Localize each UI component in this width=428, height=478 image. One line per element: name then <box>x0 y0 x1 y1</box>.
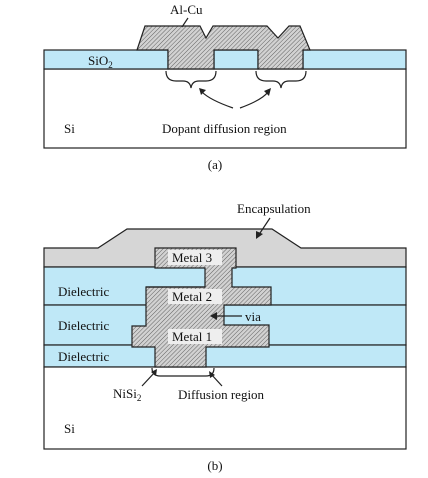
si-substrate-b <box>43 366 407 450</box>
metal2-label-box <box>168 289 222 304</box>
metal1-label-box <box>168 329 222 344</box>
dielectric-label-top: Dielectric <box>58 284 109 299</box>
al-cu-label: Al-Cu <box>170 2 203 17</box>
arrowhead-right-a <box>264 88 271 96</box>
brace-left-a <box>165 70 217 89</box>
via-label: via <box>245 309 261 324</box>
metal1-label: Metal 1 <box>172 329 212 344</box>
sio2-label: SiO2 <box>88 53 113 70</box>
si-label-a: Si <box>64 121 75 136</box>
sio2-layer-middle <box>213 49 259 70</box>
si-substrate-a <box>43 68 407 149</box>
diagram-b: Encapsulation Metal 3 Metal 2 Metal 1 vi… <box>43 201 407 473</box>
arrow-left-a <box>201 91 234 109</box>
dielectric-label-middle: Dielectric <box>58 318 109 333</box>
nisi2-label: NiSi2 <box>113 386 141 403</box>
sio2-layer-right <box>302 49 407 70</box>
diagram-a: Al-Cu SiO2 Si Dopant diffusion region (a… <box>43 2 407 172</box>
encapsulation-label: Encapsulation <box>237 201 311 216</box>
caption-a: (a) <box>208 157 222 172</box>
via-arrowhead <box>210 312 217 320</box>
nisi2-arrowhead <box>151 369 157 376</box>
arrowhead-left-a <box>199 88 206 95</box>
brace-right-a <box>255 70 307 89</box>
dielectric-label-bottom: Dielectric <box>58 349 109 364</box>
encapsulation-arrowhead <box>256 231 263 239</box>
caption-b: (b) <box>207 458 222 473</box>
dopant-region-label: Dopant diffusion region <box>162 121 287 136</box>
al-cu-metal <box>136 25 311 70</box>
metal3-label-box <box>168 250 222 265</box>
nisi2-leader <box>141 371 156 387</box>
diffusion-region-label: Diffusion region <box>178 387 265 402</box>
metal2-label: Metal 2 <box>172 289 212 304</box>
metal3-label: Metal 3 <box>172 250 212 265</box>
al-cu-leader <box>181 17 189 28</box>
si-label-b: Si <box>64 421 75 436</box>
diffusion-arrowhead <box>209 371 215 378</box>
